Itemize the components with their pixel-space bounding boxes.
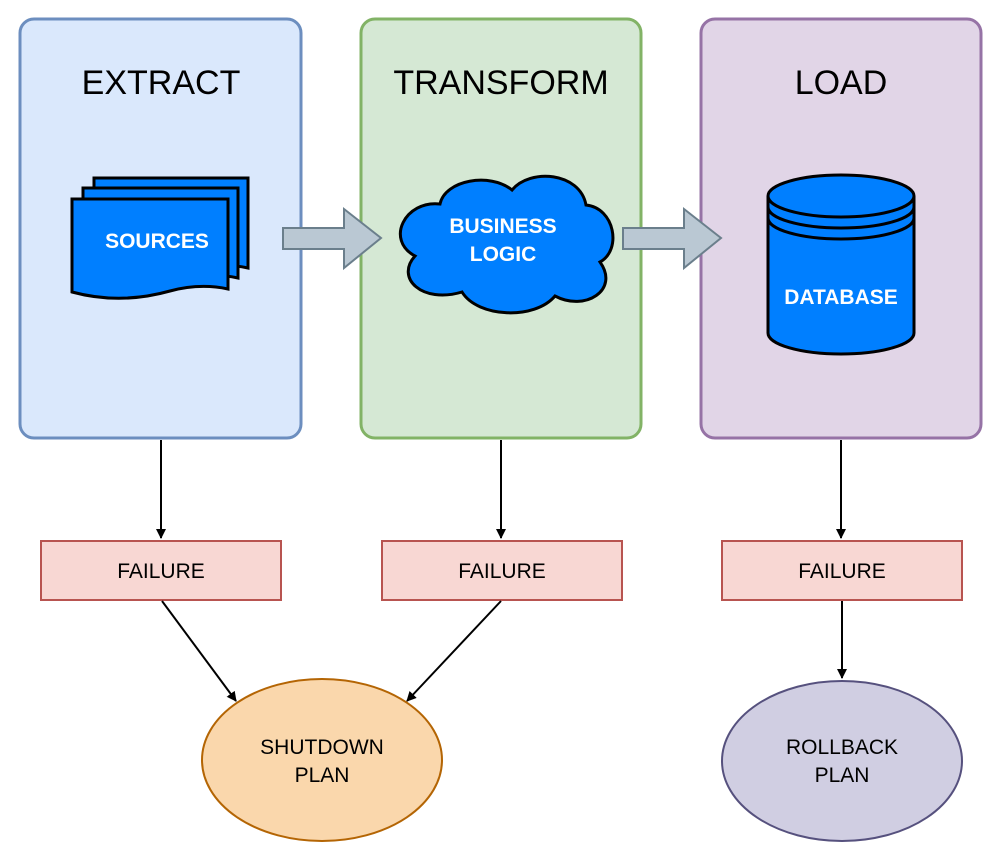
database-label: DATABASE — [784, 286, 898, 309]
transform-stage-title: TRANSFORM — [393, 64, 608, 102]
load-stage-title: LOAD — [795, 64, 888, 102]
rollback-plan-ellipse[interactable] — [721, 680, 963, 842]
extract-failure-box[interactable] — [40, 540, 282, 601]
shutdown-plan-label: SHUTDOWN — [260, 736, 384, 759]
transform-to-load-arrow — [622, 206, 723, 271]
transform-failure-box[interactable] — [381, 540, 623, 601]
shutdown-plan-label-line2: PLAN — [295, 764, 350, 787]
rollback-plan-label-line2: PLAN — [815, 764, 870, 787]
rollback-plan-label: ROLLBACK — [786, 736, 898, 759]
extract-to-transform-arrow — [282, 206, 383, 271]
documents-icon[interactable]: SOURCES — [70, 176, 250, 300]
business-logic-label-line2: LOGIC — [470, 243, 537, 266]
transform-failure-to-shutdown-connector — [406, 600, 502, 702]
sources-label: SOURCES — [105, 230, 209, 253]
database-icon[interactable]: DATABASE — [766, 173, 916, 356]
load-failure-box[interactable] — [721, 540, 963, 601]
load-failure-label: FAILURE — [798, 560, 886, 583]
business-logic-label: BUSINESS — [449, 215, 556, 238]
transform-failure-label: FAILURE — [458, 560, 546, 583]
extract-failure-label: FAILURE — [117, 560, 205, 583]
cloud-icon[interactable]: BUSINESS LOGIC — [398, 174, 615, 315]
extract-stage-title: EXTRACT — [82, 64, 241, 102]
extract-failure-to-shutdown-connector — [161, 600, 237, 702]
shutdown-plan-ellipse[interactable] — [201, 678, 443, 842]
